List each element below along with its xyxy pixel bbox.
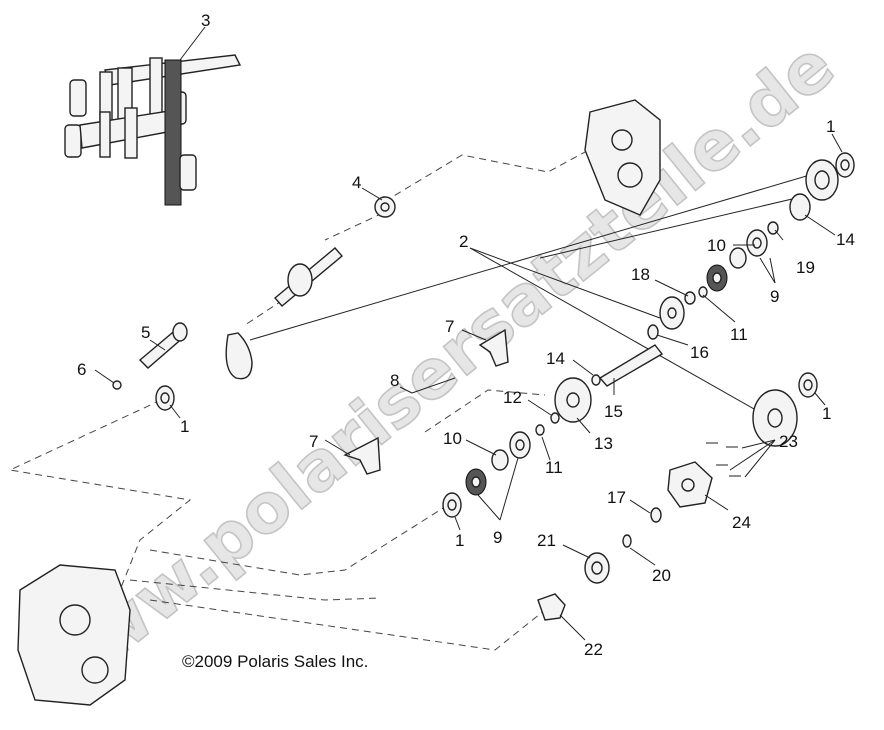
washer-14-lower xyxy=(591,374,601,386)
gear-2 xyxy=(659,296,685,330)
pointer-lines xyxy=(249,171,821,419)
bearing-9-lower xyxy=(509,431,531,459)
washer-12 xyxy=(550,412,560,424)
callout-11: 11 xyxy=(730,325,748,344)
callout-1: 1 xyxy=(180,417,189,436)
callout-14: 14 xyxy=(836,230,855,249)
callout-6: 6 xyxy=(77,360,86,379)
callout-12: 12 xyxy=(503,388,522,407)
part-7-shift-fork-upper xyxy=(478,328,509,367)
callout-leader-lines xyxy=(94,26,843,641)
bearing-1-lower-left xyxy=(442,492,462,518)
callout-19: 19 xyxy=(796,258,815,277)
callout-21: 21 xyxy=(537,531,556,550)
callout-8: 8 xyxy=(390,371,399,390)
callout-16: 16 xyxy=(690,343,709,362)
ring-10-upper xyxy=(729,247,747,269)
bearing-1-top-right xyxy=(835,152,855,178)
callout-2: 2 xyxy=(459,232,468,251)
part-22-plug xyxy=(537,593,566,621)
case-half-lower xyxy=(17,564,131,706)
callout-1: 1 xyxy=(822,404,831,423)
callout-18: 18 xyxy=(631,265,650,284)
gear-13 xyxy=(554,377,592,423)
washer-11-lower xyxy=(535,424,545,436)
callout-9: 9 xyxy=(770,287,779,306)
callout-20: 20 xyxy=(652,566,671,585)
part-input-shaft xyxy=(274,247,343,307)
bearing-9-upper xyxy=(746,229,768,257)
bearing-9-mid xyxy=(706,264,728,292)
part-7-shift-fork-lower xyxy=(343,436,381,475)
bearing-1-left xyxy=(155,385,175,411)
part-8-shift-rod xyxy=(411,377,456,394)
callout-7: 7 xyxy=(445,317,454,336)
callout-5: 5 xyxy=(141,323,150,342)
bearing-4 xyxy=(374,196,396,218)
callout-15: 15 xyxy=(604,402,623,421)
bearing-9-bottom xyxy=(465,468,487,496)
gear-14-upper xyxy=(789,193,811,221)
callouts: 3 1 4 2 10 18 19 14 9 11 16 7 5 6 1 8 14… xyxy=(77,11,855,659)
callout-17: 17 xyxy=(607,488,626,507)
bearing-1-lower-right xyxy=(798,372,818,398)
gear-top-right xyxy=(805,159,839,201)
part-15-output-shaft xyxy=(598,344,664,387)
washer-20 xyxy=(622,534,632,548)
bearing-21 xyxy=(584,552,610,584)
callout-4: 4 xyxy=(352,173,361,192)
callout-11: 11 xyxy=(545,458,563,477)
callout-24: 24 xyxy=(732,513,751,532)
part-6-ball xyxy=(112,380,122,390)
callout-10: 10 xyxy=(707,236,726,255)
assembly-guide-lines xyxy=(8,144,599,651)
callout-3: 3 xyxy=(201,11,210,30)
callout-14: 14 xyxy=(546,349,565,368)
washer-17 xyxy=(650,507,662,523)
ring-10-lower xyxy=(491,449,509,471)
callout-22: 22 xyxy=(584,640,603,659)
callout-23: 23 xyxy=(779,432,798,451)
washer-11-upper xyxy=(698,286,708,298)
part-24-hub-flange xyxy=(667,461,713,508)
case-half-upper xyxy=(584,99,661,216)
callout-7: 7 xyxy=(309,432,318,451)
washer-18 xyxy=(684,291,696,305)
washer-16 xyxy=(647,324,659,340)
callout-10: 10 xyxy=(443,429,462,448)
gear-lower-right xyxy=(752,389,798,447)
callout-9: 9 xyxy=(493,528,502,547)
part-23-bolts xyxy=(706,442,741,477)
callout-13: 13 xyxy=(594,434,613,453)
callout-1: 1 xyxy=(826,117,835,136)
callout-1: 1 xyxy=(455,531,464,550)
part-belt xyxy=(225,332,253,380)
copyright-notice: ©2009 Polaris Sales Inc. xyxy=(182,652,368,671)
part-3-gear-shaft-assembly xyxy=(64,54,242,206)
